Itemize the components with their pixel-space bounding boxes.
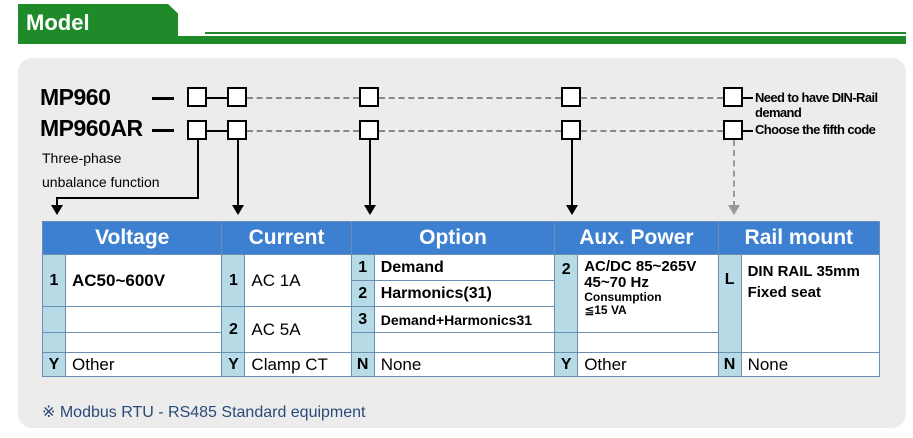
rail-code-l: L <box>717 254 742 353</box>
header-rule <box>18 36 906 44</box>
aux-line-1: AC/DC 85~265V <box>584 258 697 275</box>
code-box-4b <box>561 120 581 140</box>
code-box-2b <box>227 120 247 140</box>
header-tab <box>18 4 178 42</box>
code-box-4 <box>561 87 581 107</box>
leader-line <box>56 197 199 199</box>
model-dash-2 <box>152 129 174 132</box>
header-option: Option <box>350 221 556 255</box>
voltage-code-empty <box>42 332 66 353</box>
model-mp960ar: MP960AR <box>40 115 143 141</box>
rail-val-l: DIN RAIL 35mm Fixed seat <box>740 254 881 353</box>
option-val-1: Demand <box>373 254 556 281</box>
connector <box>207 130 227 132</box>
subtitle-line1: Three-phase <box>42 150 122 166</box>
voltage-code-1: 1 <box>42 254 66 307</box>
voltage-code-y: Y <box>42 352 66 377</box>
aux-code-2: 2 <box>554 254 579 333</box>
code-box-1 <box>187 87 207 107</box>
header-rule-thin <box>205 32 906 34</box>
voltage-val-empty <box>64 332 223 353</box>
current-val-2: AC 5A <box>244 306 352 353</box>
connector-dashed <box>247 130 359 132</box>
voltage-val-y: Other <box>64 352 223 377</box>
option-val-empty <box>373 332 556 353</box>
rail-line-1: DIN RAIL 35mm <box>747 263 860 280</box>
aux-val-2: AC/DC 85~265V 45~70 Hz Consumption ≦15 V… <box>577 254 719 333</box>
leader-line-dashed <box>733 140 735 207</box>
code-box-3 <box>359 87 379 107</box>
option-code-1: 1 <box>350 254 375 281</box>
option-code-empty <box>350 332 375 353</box>
leader-line <box>571 140 573 207</box>
aux-line-4: ≦15 VA <box>584 303 627 317</box>
rail-val-n: None <box>740 352 881 377</box>
aux-val-y: Other <box>577 352 719 377</box>
code-box-1b <box>187 120 207 140</box>
option-val-n: None <box>373 352 556 377</box>
header-rail-mount: Rail mount <box>717 221 881 255</box>
note-fifth-code: Choose the fifth code <box>755 122 876 137</box>
option-code-n: N <box>350 352 375 377</box>
connector-dashed <box>581 130 723 132</box>
subtitle-line2: unbalance function <box>42 174 160 190</box>
connector-dashed <box>379 130 561 132</box>
footnote: ※ Modbus RTU - RS485 Standard equipment <box>42 404 366 421</box>
connector-dashed <box>247 97 359 99</box>
arrow-down-icon <box>728 205 740 215</box>
arrow-down-icon <box>364 205 376 215</box>
option-val-2: Harmonics(31) <box>373 280 556 307</box>
voltage-code-empty <box>42 306 66 333</box>
page-title: Model <box>26 10 90 35</box>
leader-line <box>369 140 371 207</box>
aux-code-y: Y <box>554 352 579 377</box>
arrow-down-icon <box>566 205 578 215</box>
option-code-2: 2 <box>350 280 375 307</box>
rail-code-n: N <box>717 352 742 377</box>
current-val-1: AC 1A <box>244 254 352 307</box>
header-current: Current <box>221 221 352 255</box>
current-code-y: Y <box>221 352 246 377</box>
aux-line-2: 45~70 Hz <box>584 274 649 291</box>
connector-dashed <box>379 97 561 99</box>
code-box-5b <box>723 120 743 140</box>
arrow-down-icon <box>232 205 244 215</box>
leader-line <box>237 140 239 207</box>
code-box-5 <box>723 87 743 107</box>
connector <box>207 97 227 99</box>
leader-line <box>197 140 199 198</box>
aux-val-empty <box>577 332 719 353</box>
rail-line-2: Fixed seat <box>747 284 821 301</box>
current-val-y: Clamp CT <box>244 352 352 377</box>
option-val-3: Demand+Harmonics31 <box>373 306 556 333</box>
code-box-2 <box>227 87 247 107</box>
option-code-3: 3 <box>350 306 375 333</box>
spec-table: Voltage Current Option Aux. Power Rail m… <box>41 221 881 377</box>
header-aux-power: Aux. Power <box>554 221 719 255</box>
leader-line <box>56 197 58 207</box>
aux-code-empty <box>554 332 579 353</box>
connector <box>743 130 753 132</box>
aux-line-3: Consumption <box>584 290 662 304</box>
voltage-val-1: AC50~600V <box>64 254 223 307</box>
connector-dashed <box>581 97 723 99</box>
note-din-rail: Need to have DIN-Rail demand <box>755 90 878 120</box>
current-code-1: 1 <box>221 254 246 307</box>
model-mp960: MP960 <box>40 84 111 110</box>
model-dash-1 <box>152 97 174 100</box>
arrow-down-icon <box>51 205 63 215</box>
header-voltage: Voltage <box>41 221 223 255</box>
voltage-val-empty <box>64 306 223 333</box>
connector <box>743 97 753 99</box>
code-box-3b <box>359 120 379 140</box>
current-code-2: 2 <box>221 306 246 353</box>
